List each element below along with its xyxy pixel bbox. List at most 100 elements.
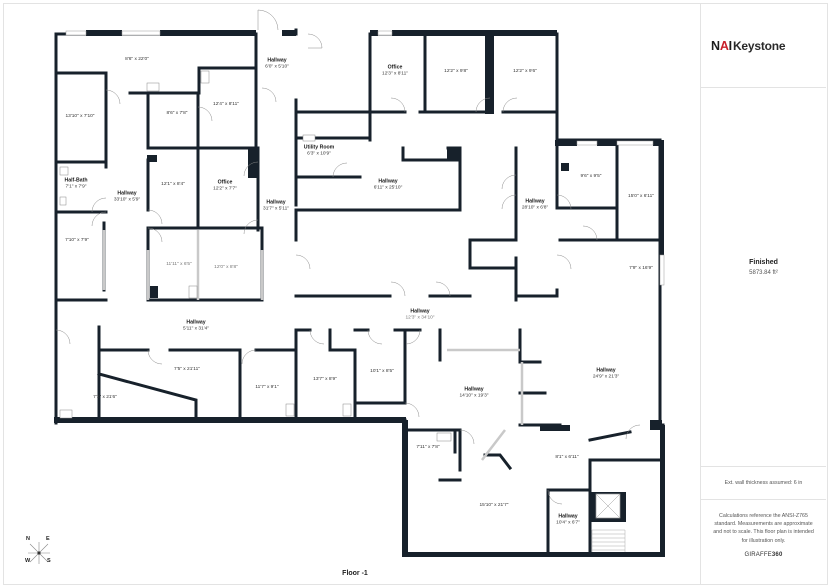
- logo-name: Keystone: [732, 39, 786, 53]
- brand-light: GIRAFFE: [744, 551, 772, 558]
- room-dimensions: 6'0" x 5'10": [265, 64, 289, 70]
- logo-n: N: [711, 39, 720, 53]
- room-dimensions: 13'7" x 8'9": [313, 377, 337, 383]
- room-label: 8'1" x 6'11": [555, 455, 578, 461]
- compass-west: W: [25, 558, 31, 564]
- area-section: Finished 5873.84 ft²: [701, 88, 826, 467]
- room-dimensions: 10'4" x 6'7": [556, 520, 580, 526]
- room-dimensions: 11'11" x 6'5": [166, 262, 192, 268]
- room-dimensions: 12'3" x 34'10": [405, 315, 435, 321]
- room-dimensions: 33'10" x 5'9": [113, 197, 141, 203]
- giraffe360-brand: GIRAFFE360: [701, 552, 826, 558]
- room-name: Hallway: [558, 513, 578, 520]
- room-label: 13'10" x 7'10": [66, 114, 95, 120]
- room-name: Hallway: [378, 178, 398, 185]
- room-label: 7'11" x 7'8": [416, 445, 439, 451]
- room-dimensions: 6'11" x 25'10": [373, 185, 403, 191]
- room-label: 11'11" x 6'5": [166, 262, 192, 268]
- room-label: 12'2" x 9'6": [513, 69, 537, 75]
- brand-bold: 360: [771, 551, 783, 558]
- room-dimensions: 7'1" x 7'9": [65, 184, 87, 190]
- room-label: 7'1" x 21'6": [93, 395, 117, 401]
- area-title: Finished: [749, 259, 778, 266]
- room-dimensions: 14'10" x 19'3": [459, 393, 489, 399]
- room-dimensions: 10'1" x 8'5": [370, 369, 394, 375]
- room-label: 15'10" x 21'7": [480, 503, 509, 509]
- room-label: 8'6" x 7'8": [167, 111, 188, 117]
- room-name: Half-Bath: [64, 177, 88, 184]
- disclaimer-section: Calculations reference the ANSI-Z765 sta…: [701, 500, 826, 585]
- room-label: 7'5" x 21'11": [174, 367, 200, 373]
- room-name: Office: [217, 179, 233, 186]
- room-name: Utility Room: [303, 144, 335, 151]
- area-value: 5873.84 ft²: [749, 270, 778, 276]
- room-name: Hallway: [410, 308, 430, 315]
- room-name: Hallway: [267, 57, 287, 64]
- compass-east: E: [46, 536, 50, 542]
- room-dimensions: 28'10" x 6'8": [521, 205, 549, 211]
- room-dimensions: 12'4" x 8'11": [213, 102, 239, 108]
- room-dimensions: 9'6" x 9'5": [580, 174, 602, 180]
- room-dimensions: 8'6" x 7'8": [166, 111, 188, 117]
- floor-plan: 8'6" x 22'0" 13'10" x 7'10" 8'6" x 7'8" 12'…: [24, 9, 665, 577]
- room-dimensions: 15'10" x 21'7": [479, 503, 509, 509]
- compass-south: S: [47, 558, 51, 564]
- room-dimensions: 12'2" x 9'8": [444, 69, 468, 75]
- room-label: 12'2" x 9'8": [444, 69, 468, 75]
- room-dimensions: 8'6" x 22'0": [125, 57, 149, 63]
- room-dimensions: 15'0" x 6'11": [628, 194, 654, 200]
- room-dimensions: 12'1" x 8'4": [161, 182, 185, 188]
- compass-north: N: [26, 536, 30, 542]
- room-name: Hallway: [186, 319, 206, 326]
- logo-a: A: [719, 39, 729, 53]
- room-dimensions: 6'3" x 10'9": [307, 151, 331, 157]
- compass-rose: N E W S: [24, 536, 54, 568]
- room-dimensions: 24'9" x 21'3": [592, 374, 620, 380]
- room-name: Hallway: [464, 386, 484, 393]
- room-label: 9'6" x 9'5": [581, 174, 602, 180]
- room-label: 8'6" x 22'0": [125, 57, 149, 63]
- wall-thickness-note: Ext. wall thickness assumed: 6 in: [724, 480, 803, 486]
- room-label: 13'7" x 8'9": [313, 377, 337, 383]
- room-name: Hallway: [525, 198, 545, 205]
- room-dimensions: 8'1" x 6'11": [555, 455, 579, 461]
- room-dimensions: 7'10" x 7'9": [65, 238, 89, 244]
- room-name: Hallway: [596, 367, 616, 374]
- floor-plan-walls: [54, 9, 665, 557]
- room-dimensions: 11'7" x 9'1": [255, 385, 279, 391]
- floor-label: Floor -1: [342, 570, 368, 577]
- room-dimensions: 12'3" x 8'11": [382, 71, 408, 77]
- room-dimensions: 12'2" x 7'7": [213, 186, 237, 192]
- room-label: 15'0" x 6'11": [628, 194, 654, 200]
- room-dimensions: 7'5" x 21'11": [174, 367, 200, 373]
- room-name: Hallway: [266, 199, 286, 206]
- room-dimensions: 5'11" x 31'4": [183, 326, 209, 332]
- room-label: 12'0" x 8'8": [214, 265, 238, 271]
- room-dimensions: 31'7" x 5'11": [263, 206, 289, 212]
- wall-note-section: Ext. wall thickness assumed: 6 in: [701, 467, 826, 500]
- room-dimensions: 7'1" x 21'6": [93, 395, 117, 401]
- disclaimer-text: Calculations reference the ANSI-Z765 sta…: [713, 513, 814, 544]
- page-frame: [3, 3, 828, 585]
- room-dimensions: 7'11" x 7'8": [416, 445, 440, 451]
- room-name: Hallway: [117, 190, 137, 197]
- compass-icon: [28, 542, 50, 564]
- room-dimensions: 7'9" x 16'9": [629, 266, 653, 272]
- room-label: 7'9" x 16'9": [629, 266, 653, 272]
- room-label: 10'1" x 8'5": [370, 369, 394, 375]
